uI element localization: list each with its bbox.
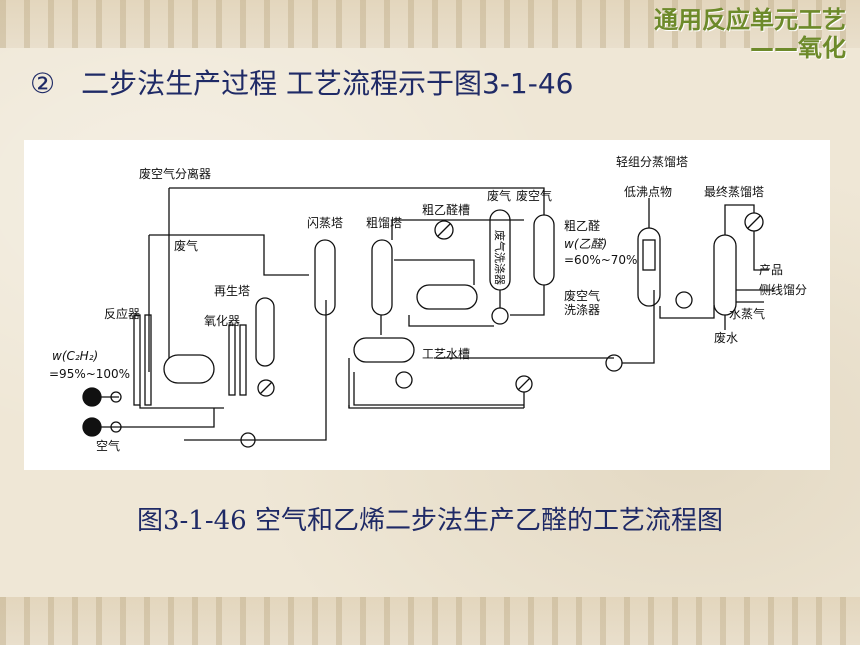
diagram-panel: 废空气分离器 废气 闪蒸塔 粗馏塔 粗乙醛槽 废气 废空气 废气洗涤器 粗乙醛 … (24, 140, 830, 470)
corner-title-line2: ——氧化 (750, 34, 846, 62)
pump-2 (395, 371, 413, 389)
label-reactor: 反应器 (104, 306, 140, 321)
label-regenerator: 再生塔 (214, 284, 250, 298)
waste-air-scrubber-column (533, 214, 555, 286)
corner-title-line1: 通用反应单元工艺 (654, 6, 846, 34)
label-waste-water: 废水 (714, 330, 738, 345)
top-decorative-band (0, 0, 860, 48)
oxidizer-tube-1 (228, 324, 236, 396)
heading-bullet: ② (30, 67, 56, 100)
figure-caption: 图3-1-46 空气和乙烯二步法生产乙醛的工艺流程图 (136, 506, 723, 536)
flash-tower-column (314, 239, 336, 316)
heading-text: 二步法生产过程 工艺流程示于图3-1-46 (81, 67, 574, 100)
label-waste-gas2: 废气 (487, 188, 511, 203)
label-oxidizer: 氧化器 (204, 314, 240, 328)
slide-corner-title: 通用反应单元工艺 ——氧化 (654, 6, 846, 62)
label-w-c2h2: w(C₂H₂) (52, 349, 98, 363)
pump-3 (491, 307, 509, 325)
label-flash-tower: 闪蒸塔 (307, 216, 343, 230)
label-w-acetaldehyde: w(乙醛) (564, 237, 607, 251)
process-flow-diagram: 废空气分离器 废气 闪蒸塔 粗馏塔 粗乙醛槽 废气 废空气 废气洗涤器 粗乙醛 … (49, 155, 807, 453)
label-air: 空气 (96, 438, 120, 453)
slide-heading: ② 二步法生产过程 工艺流程示于图3-1-46 (30, 62, 573, 102)
label-steam: 水蒸气 (729, 306, 765, 321)
compressor-2 (82, 417, 102, 437)
crude-distill-column (371, 239, 393, 316)
regenerator-column (255, 297, 275, 367)
label-crude-acetaldehyde-tank: 粗乙醛槽 (422, 202, 470, 217)
pump-1 (240, 432, 256, 448)
bottom-decorative-band (0, 597, 860, 645)
regenerator-exchanger (257, 379, 275, 397)
reboiler-1 (675, 291, 693, 309)
label-product: 产品 (759, 263, 783, 277)
label-waste-air-scrubber-1: 废空气 (564, 288, 600, 303)
label-waste-air: 废空气 (516, 188, 552, 203)
label-crude-acetaldehyde: 粗乙醛 (564, 218, 600, 233)
reactor-tube-1 (133, 314, 141, 406)
label-conc-c2h2: =95%~100% (49, 367, 130, 381)
waste-gas-line (149, 234, 309, 276)
label-conc-acetaldehyde: =60%~70% (564, 253, 637, 267)
label-final-distill-tower: 最终蒸馏塔 (704, 184, 764, 199)
label-process-water-tank: 工艺水槽 (422, 347, 470, 361)
label-waste-air-separator: 废空气分离器 (139, 166, 211, 181)
process-water-tank-vessel (353, 337, 415, 363)
label-low-boiling: 低沸点物 (624, 185, 672, 199)
label-waste-gas: 废气 (174, 238, 198, 253)
separator-vessel (163, 354, 215, 384)
crude-acetaldehyde-vessel (416, 284, 478, 310)
label-waste-air-scrubber-2: 洗涤器 (564, 303, 600, 317)
final-distill-column (713, 234, 737, 316)
compressor-1 (82, 387, 102, 407)
waste-air-top-line (169, 187, 545, 215)
label-light-component-tower: 轻组分蒸馏塔 (616, 155, 688, 169)
reactor-tube-2 (144, 314, 152, 406)
oxidizer-tube-2 (239, 324, 247, 396)
label-side-draw: 侧线馏分 (759, 283, 807, 297)
label-crude-distill-tower: 粗馏塔 (366, 216, 402, 230)
condenser-1 (434, 220, 454, 240)
label-waste-gas-scrubber: 废气洗涤器 (493, 230, 507, 285)
